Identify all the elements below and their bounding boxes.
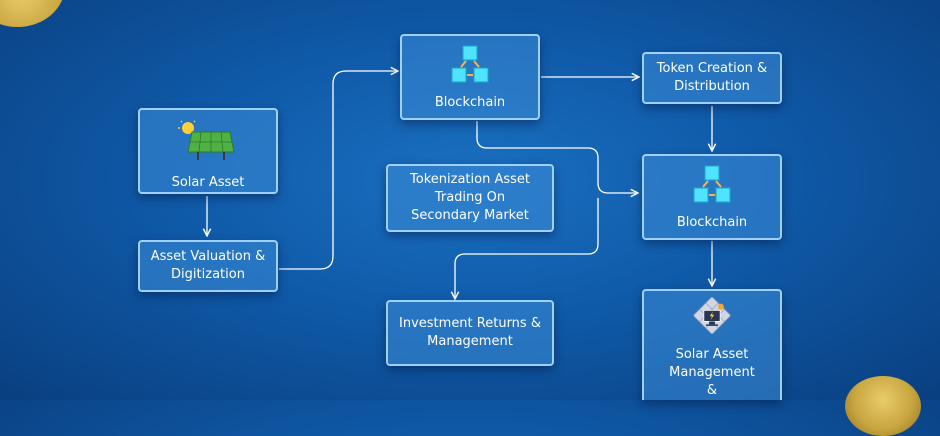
connector-valuation-to-blockchain	[279, 71, 398, 270]
blockchain-top-label: Blockchain	[434, 95, 506, 110]
blockchain-icon	[693, 165, 731, 203]
flow-connectors	[0, 0, 940, 400]
token-creation-node: Token Creation & Distribution	[642, 52, 782, 104]
blockchain-icon	[451, 45, 489, 83]
asset-valuation-node: Asset Valuation & Digitization	[138, 240, 278, 292]
solar-management-label: Solar Asset Management &	[669, 347, 755, 398]
asset-valuation-label: Asset Valuation & Digitization	[150, 249, 266, 282]
solar-asset-label: Solar Asset	[171, 175, 245, 190]
connector-blockchain-to-blockchain	[476, 121, 638, 193]
solar-panel-icon	[178, 120, 235, 160]
investment-returns-label: Investment Returns & Management	[399, 316, 541, 349]
blockchain-top-node: Blockchain	[400, 34, 540, 120]
blockchain-right-label: Blockchain	[676, 215, 748, 230]
investment-returns-node: Investment Returns & Management	[386, 300, 554, 366]
solar-management-node: Solar Asset Management &	[642, 289, 782, 400]
tokenization-trading-label: Tokenization Asset Trading On Secondary …	[410, 172, 530, 223]
solar-asset-node: Solar Asset	[138, 108, 278, 194]
blockchain-right-node: Blockchain	[642, 154, 782, 240]
connector-trading-to-investment	[455, 198, 599, 299]
tokenization-trading-node: Tokenization Asset Trading On Secondary …	[386, 164, 554, 232]
token-creation-label: Token Creation & Distribution	[656, 61, 768, 94]
solar-management-icon	[693, 297, 731, 334]
